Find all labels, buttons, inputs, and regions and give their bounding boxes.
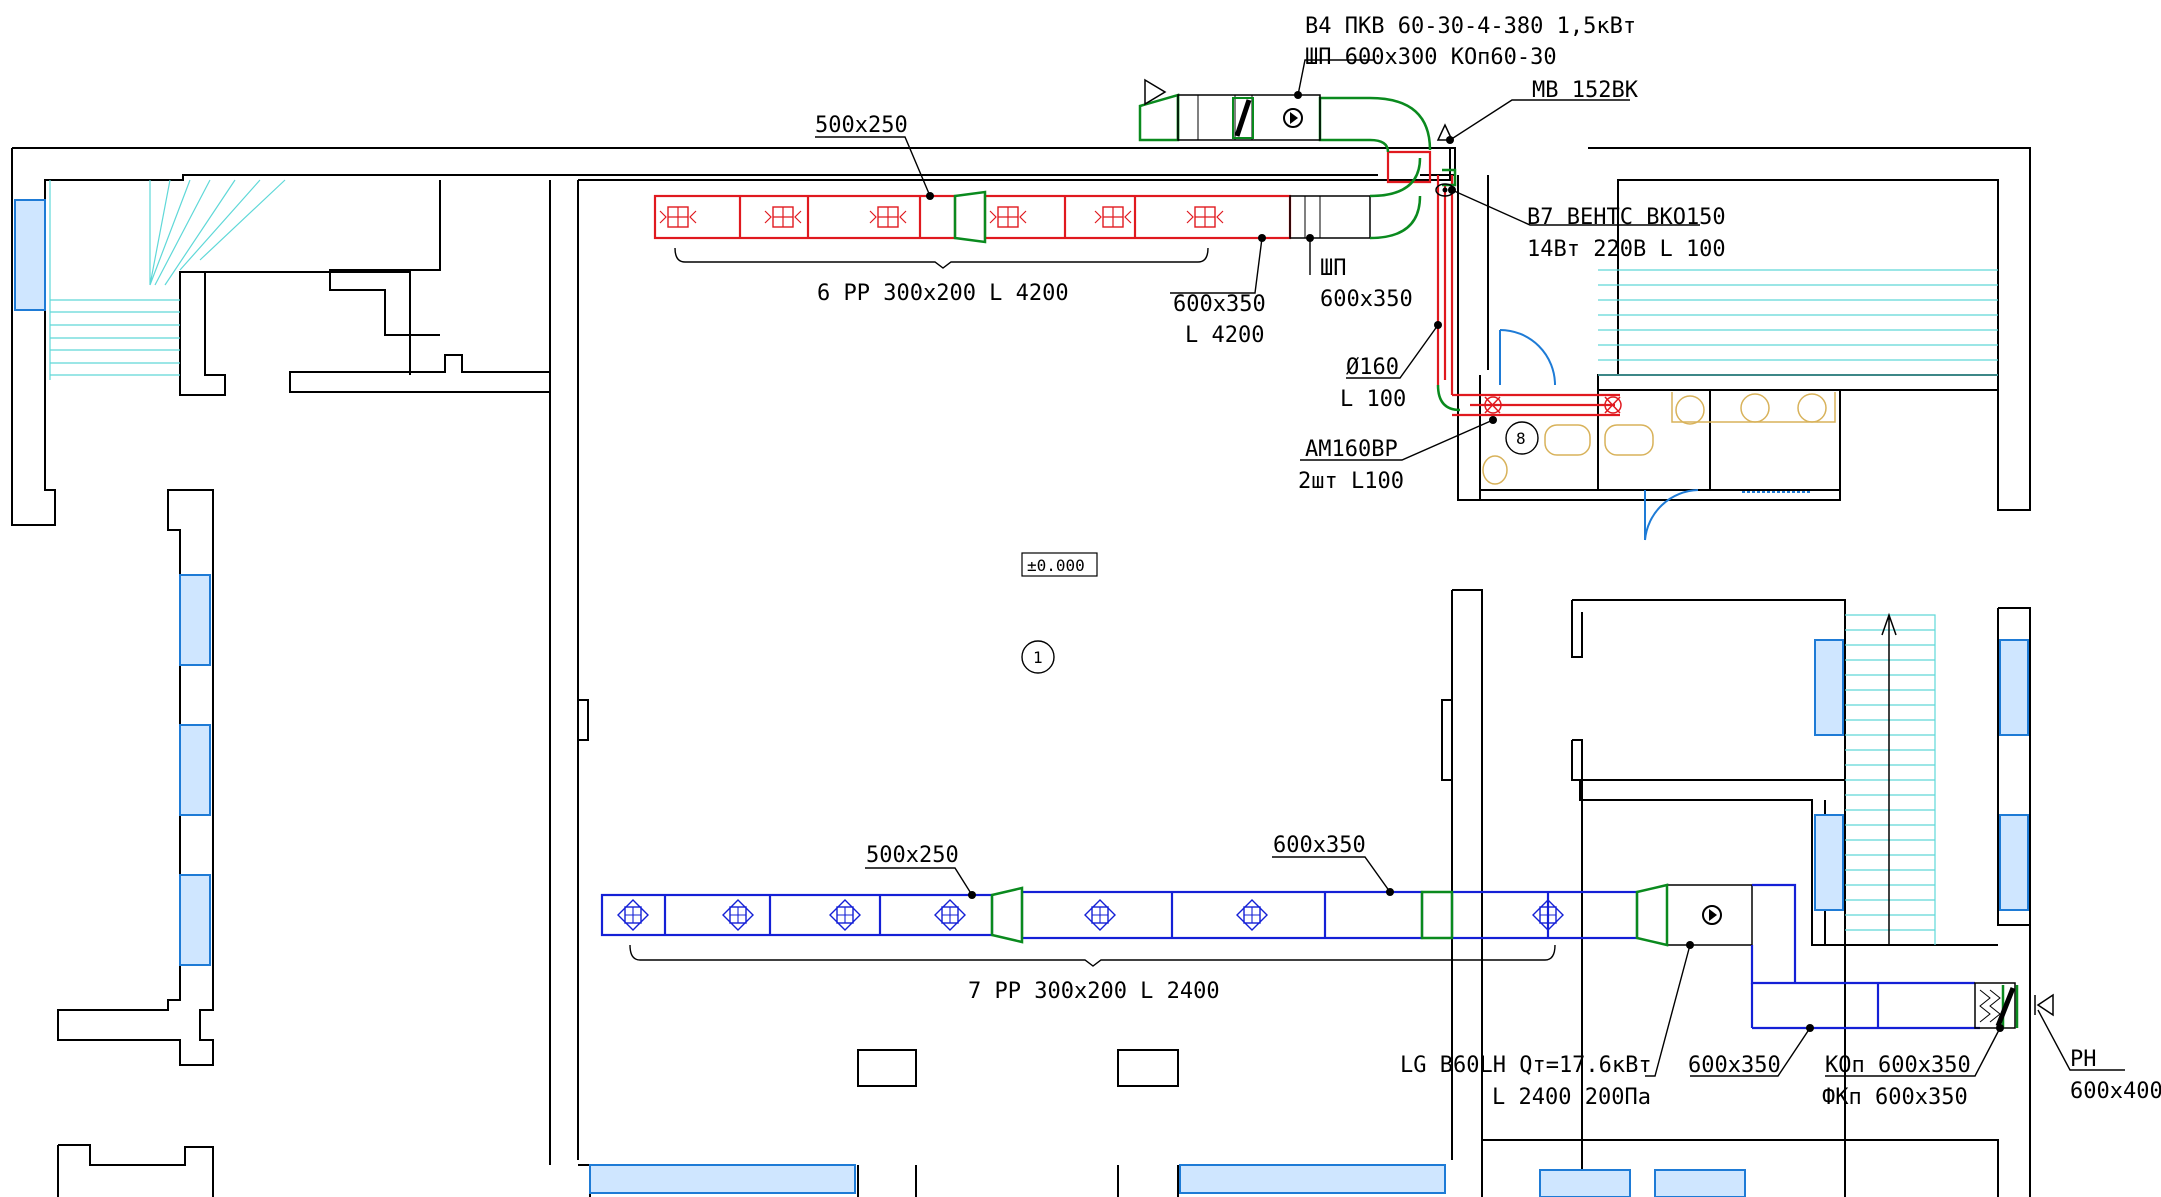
fkp-label: ФКп 600х350 (1822, 1085, 1968, 1110)
ph-label: РН (2070, 1047, 2097, 1072)
exhaust-duct-b-label: 600х350 (1273, 833, 1366, 858)
exhaust-intake-arrow-icon (2034, 993, 2054, 1017)
shp-label: ШП (1320, 256, 1347, 281)
exhaust-grille-icon (829, 899, 861, 931)
lg-unit-fan-icon (1702, 905, 1722, 925)
hall-marker (1021, 640, 1055, 674)
supply-ductwork (653, 150, 1620, 417)
supply-duct-size-label: 500х250 (815, 113, 908, 138)
exhaust-ductwork (600, 883, 2016, 1030)
exhaust-grille-icon (617, 899, 649, 931)
supply-grilles-label: 6 РР 300х200 L 4200 (817, 281, 1069, 306)
hall-number: 1 (1033, 648, 1043, 667)
exhaust-fittings (990, 883, 2019, 1028)
round-duct-label: Ø160 (1346, 355, 1399, 380)
exhaust-grille-icon (934, 899, 966, 931)
annotations: В4 ПКВ 60-30-4-380 1,5кВт ШП 600х300 КОп… (815, 14, 2161, 1110)
supply-flow-label: L 4200 (1185, 323, 1264, 348)
supply-grille-icon (1094, 206, 1132, 228)
mv-label: МВ 152ВК (1532, 78, 1639, 103)
supply-grille-icon (989, 206, 1027, 228)
exhaust-duct-a-label: 500х250 (866, 843, 959, 868)
fan-icon (1283, 108, 1303, 128)
lg-unit-label: LG B60LH Qт=17.6кВт (1400, 1053, 1652, 1078)
sanitary-fixtures (1482, 392, 1836, 493)
exhaust-grille-icon (722, 899, 754, 931)
door-swing-icon (1499, 329, 1699, 541)
windows (14, 199, 2029, 1197)
exhaust-grille-bracket (629, 944, 1556, 967)
am-valves (1484, 396, 1622, 414)
b4-air-handler (1177, 94, 1321, 141)
exhaust-grilles (617, 899, 1564, 931)
supply-grille-bracket (674, 247, 1209, 269)
supply-grille-icon (764, 206, 802, 228)
damper-icon (1232, 97, 1254, 139)
supply-grilles (659, 206, 1224, 228)
level-mark: ±0.000 (1027, 556, 1085, 575)
exhaust-grille-icon (1532, 899, 1564, 931)
supply-grille-icon (659, 206, 697, 228)
level-mark-frame (1021, 552, 1098, 577)
b4-unit-label: В4 ПКВ 60-30-4-380 1,5кВт (1305, 14, 1636, 39)
exhaust-end-size-label: 600х350 (1688, 1053, 1781, 1078)
b4-shutter-label: ШП 600х300 КОп60-30 (1305, 45, 1557, 70)
exhaust-grille-icon (1084, 899, 1116, 931)
supply-main-size-label: 600х350 (1173, 292, 1266, 317)
b7-fan-label: В7 ВЕНТС ВКО150 (1527, 205, 1726, 230)
ph-size-label: 600х400 (2070, 1079, 2161, 1104)
lg-spec-label: L 2400 200Па (1492, 1085, 1651, 1110)
room-number: 8 (1516, 429, 1526, 448)
supply-grille-icon (1186, 206, 1224, 228)
shp-size-label: 600х350 (1320, 287, 1413, 312)
leader-lines (815, 59, 2125, 1077)
air-intake-arrow-icon (1144, 78, 1454, 141)
am-qty-label: 2шт L100 (1298, 469, 1404, 494)
exhaust-grilles-label: 7 РР 300х200 L 2400 (968, 979, 1220, 1004)
am-valve-label: АМ160ВР (1305, 437, 1398, 462)
room-marker (1505, 421, 1539, 455)
round-flow-label: L 100 (1340, 387, 1406, 412)
b7-spec-label: 14Вт 220В L 100 (1527, 237, 1726, 262)
exhaust-grille-icon (1236, 899, 1268, 931)
staircases (49, 179, 1998, 945)
kop-label: КОп 600х350 (1825, 1053, 1971, 1078)
supply-grille-icon (869, 206, 907, 228)
